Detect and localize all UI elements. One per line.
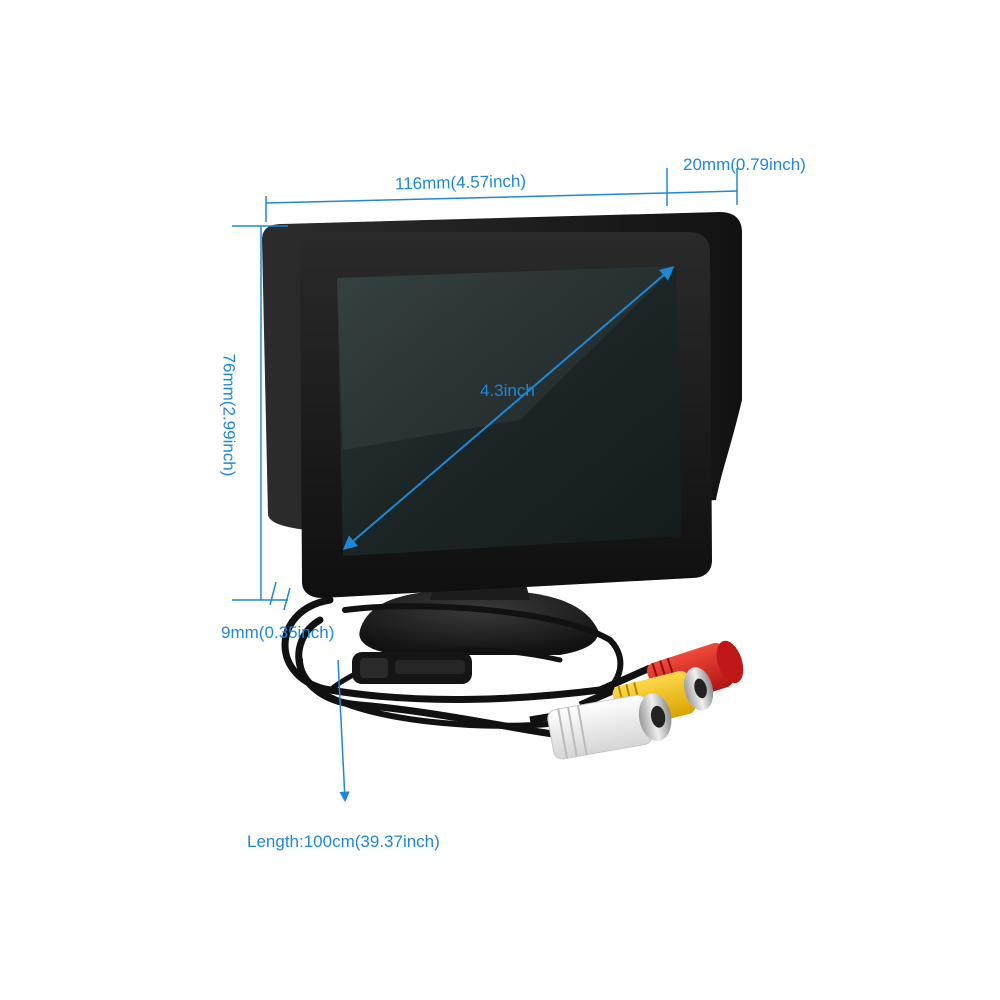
cable-length-label: Length:100cm(39.37inch) — [247, 832, 440, 851]
height-label: 76mm(2.99inch) — [219, 353, 239, 477]
thickness-dimension-line — [269, 581, 277, 606]
width-dimension-line — [265, 192, 668, 204]
dimension-lines — [232, 168, 738, 803]
thickness-label: 9mm(0.35inch) — [221, 623, 335, 642]
depth-dimension-line — [666, 190, 738, 194]
depth-label: 20mm(0.79inch) — [683, 155, 806, 174]
width-label: 116mm(4.57inch) — [394, 171, 527, 194]
monitor-screen — [337, 266, 682, 556]
cable-connector — [352, 652, 472, 684]
cable-length-line — [337, 659, 350, 803]
diagonal-label: 4.3inch — [480, 381, 535, 400]
rca-white-plug — [529, 693, 672, 760]
arrow-icon — [342, 266, 675, 550]
